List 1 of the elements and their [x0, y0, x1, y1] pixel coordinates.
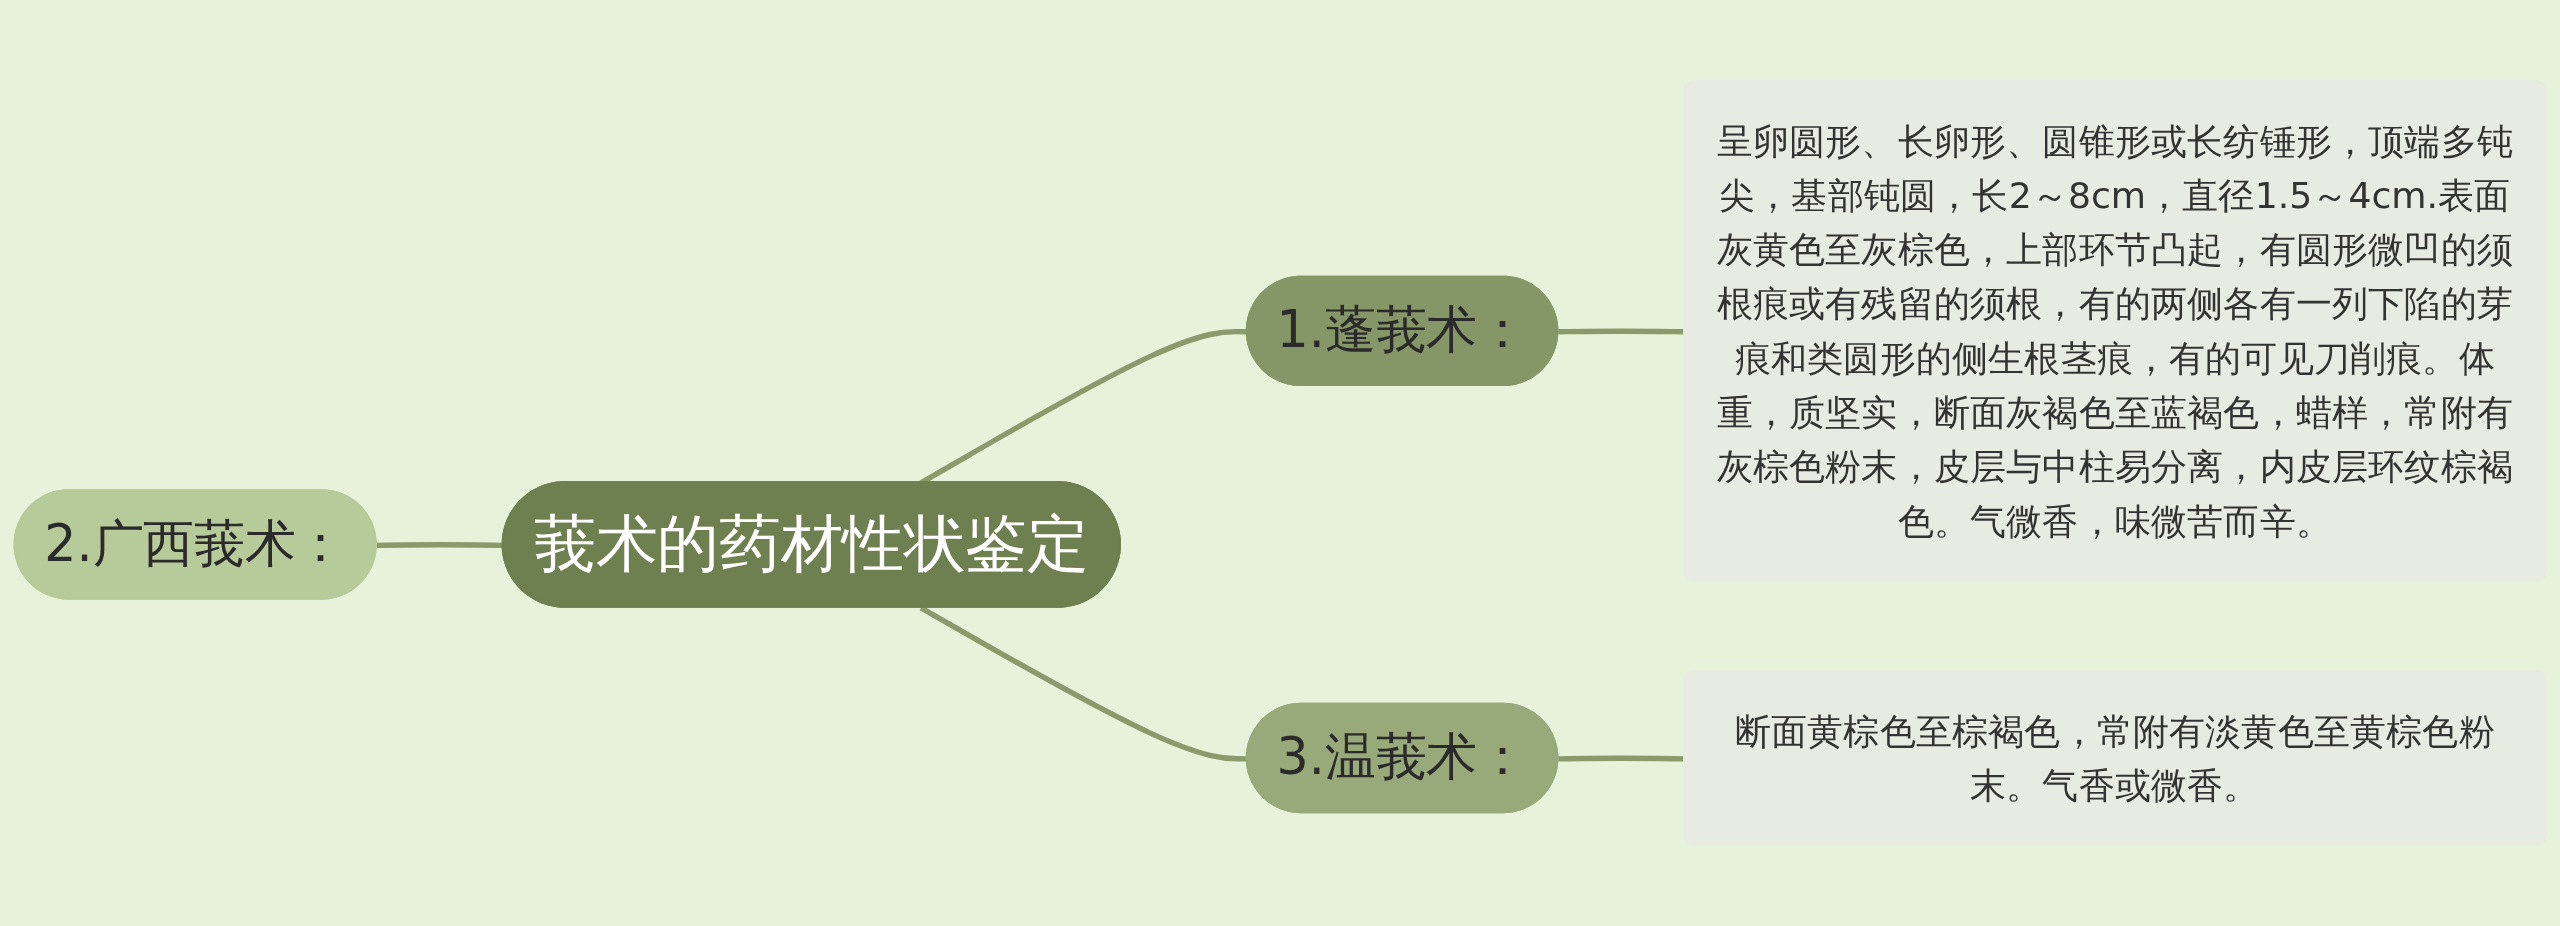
connector [376, 542, 504, 549]
